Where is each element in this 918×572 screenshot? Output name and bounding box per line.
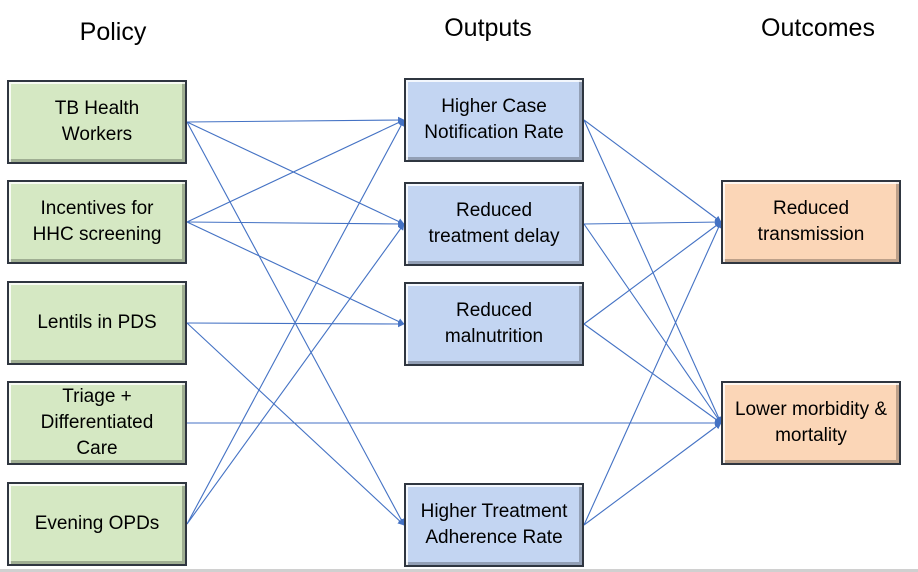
connector-p5-o2 bbox=[186, 223, 405, 525]
connector-p2-o3 bbox=[186, 221, 405, 325]
connector-p3-o3 bbox=[186, 320, 405, 328]
output-label: Reduced malnutrition bbox=[444, 300, 544, 347]
output-higher-treatment-adherence-rate: Higher Treatment Adherence Rate bbox=[404, 483, 584, 567]
connector-o3-c1 bbox=[583, 221, 722, 325]
policy-evening-opds: Evening OPDs bbox=[7, 482, 187, 566]
output-label: Higher Treatment Adherence Rate bbox=[420, 501, 568, 548]
connector-p2-o1 bbox=[186, 119, 405, 223]
policy-triage-differentiated-care: Triage + Differentiated Care bbox=[7, 381, 187, 465]
policy-lentils-in-pds: Lentils in PDS bbox=[7, 281, 187, 365]
connector-o1-c1 bbox=[583, 119, 722, 223]
connector-o2-c2 bbox=[583, 223, 722, 424]
outcome-reduced-transmission: Reduced transmission bbox=[721, 180, 901, 264]
connector-p1-o2 bbox=[186, 121, 405, 225]
header-outcomes: Outcomes bbox=[761, 14, 875, 42]
outcome-label: Lower morbidity & mortality bbox=[734, 399, 888, 446]
policy-label: Incentives for HHC screening bbox=[32, 198, 162, 245]
connector-o2-c1 bbox=[583, 218, 722, 226]
connector-p3-o4 bbox=[186, 322, 405, 526]
policy-label: Evening OPDs bbox=[34, 513, 160, 534]
output-reduced-treatment-delay: Reduced treatment delay bbox=[404, 182, 584, 266]
policy-tb-health-workers: TB Health Workers bbox=[7, 80, 187, 164]
connector-p2-o2 bbox=[186, 220, 405, 228]
connector-p1-o1 bbox=[186, 116, 405, 124]
connector-o4-c2 bbox=[583, 422, 722, 526]
connector-o1-c2 bbox=[583, 119, 722, 424]
header-outputs: Outputs bbox=[444, 14, 532, 42]
outcome-label: Reduced transmission bbox=[757, 198, 865, 245]
connector-p5-o1 bbox=[186, 119, 405, 525]
connector-o4-c1 bbox=[583, 221, 722, 526]
policy-incentives-hhc-screening: Incentives for HHC screening bbox=[7, 180, 187, 264]
bottom-divider bbox=[0, 569, 918, 572]
policy-label: Triage + Differentiated Care bbox=[40, 386, 154, 459]
output-higher-case-notification-rate: Higher Case Notification Rate bbox=[404, 78, 584, 162]
policy-label: Lentils in PDS bbox=[37, 312, 157, 333]
outcome-lower-morbidity-mortality: Lower morbidity & mortality bbox=[721, 381, 901, 465]
header-policy: Policy bbox=[79, 18, 147, 46]
policy-label: TB Health Workers bbox=[54, 98, 140, 145]
output-label: Reduced treatment delay bbox=[428, 200, 560, 247]
output-label: Higher Case Notification Rate bbox=[424, 96, 564, 143]
output-reduced-malnutrition: Reduced malnutrition bbox=[404, 282, 584, 366]
